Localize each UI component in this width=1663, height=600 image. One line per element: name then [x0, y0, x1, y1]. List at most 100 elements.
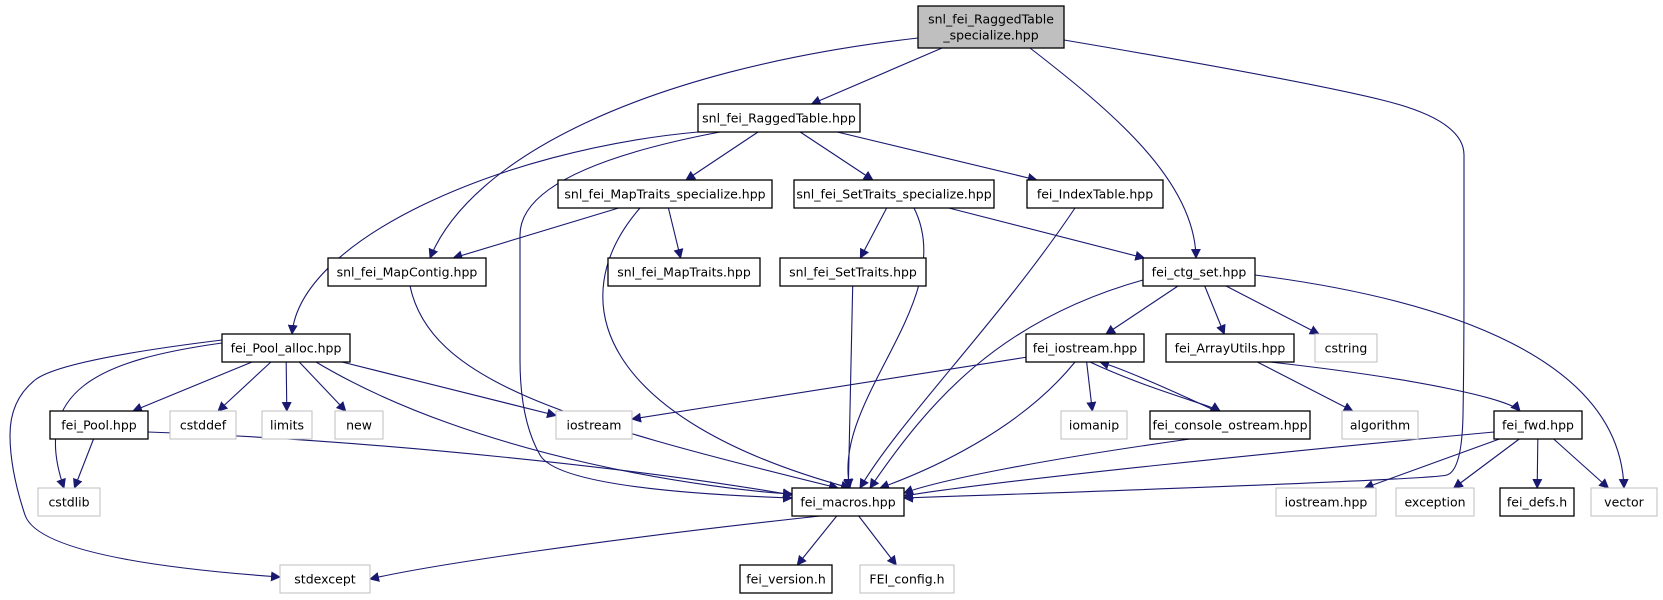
edge-maptraits_spec-to-macros [602, 207, 851, 491]
node-box [791, 487, 905, 517]
edge-root-to-mapcontig [428, 37, 919, 259]
node-feiversion[interactable]: fei_version.h [739, 564, 833, 594]
node-stdexcept: stdexcept [279, 564, 371, 594]
node-iostreamhpp: iostream.hpp [1275, 487, 1377, 517]
node-poolalloc[interactable]: fei_Pool_alloc.hpp [221, 333, 351, 363]
node-feifwd[interactable]: fei_fwd.hpp [1493, 410, 1583, 440]
node-box [779, 257, 927, 287]
node-label: snl_fei_MapTraits.hpp [617, 265, 751, 280]
node-box [37, 487, 101, 517]
node-label: fei_defs.h [1507, 495, 1567, 510]
edge-consoleostream-to-feiiostream [1099, 359, 1217, 412]
node-box [327, 257, 487, 287]
node-maptraits_spec[interactable]: snl_fei_MapTraits_specialize.hpp [557, 179, 773, 209]
edge-feifwd-to-iostreamhpp [1363, 438, 1500, 490]
edge-ctgset-to-arrayutils [1204, 285, 1226, 335]
edge-arrayutils-to-algorithm [1257, 361, 1354, 412]
edge-pool-to-macros [147, 431, 793, 499]
edge-feiiostream-to-consoleostream [1089, 361, 1221, 412]
node-box [1025, 333, 1145, 363]
node-box [1499, 487, 1575, 517]
edge-ragged-to-indextable [837, 131, 1038, 183]
node-root[interactable]: snl_fei_RaggedTable_specialize.hpp [917, 5, 1065, 49]
node-label: fei_version.h [746, 572, 826, 587]
node-box [1395, 487, 1475, 517]
edge-poolalloc-to-pool [132, 361, 253, 413]
node-arrayutils[interactable]: fei_ArrayUtils.hpp [1165, 333, 1295, 363]
node-label: _specialize.hpp [942, 28, 1038, 43]
node-ctgset[interactable]: fei_ctg_set.hpp [1142, 257, 1256, 287]
node-feidefs[interactable]: fei_defs.h [1499, 487, 1575, 517]
edge-poolalloc-to-limits [281, 361, 292, 412]
edge-ragged-to-maptraits_spec [685, 131, 759, 181]
edge-macros-to-feiconfig [858, 515, 897, 566]
node-box [261, 410, 313, 440]
node-settraits_spec[interactable]: snl_fei_SetTraits_specialize.hpp [793, 179, 995, 209]
edge-arrayutils-to-feifwd [1269, 361, 1521, 412]
node-label: snl_fei_MapTraits_specialize.hpp [564, 187, 765, 202]
node-exception: exception [1395, 487, 1475, 517]
node-iomanip: iomanip [1060, 410, 1128, 440]
node-box [1341, 410, 1419, 440]
node-label: fei_macros.hpp [800, 495, 895, 510]
edge-consoleostream-to-macros [903, 438, 1191, 495]
node-label: exception [1404, 495, 1465, 510]
edge-poolalloc-to-stdexcept [9, 339, 281, 582]
node-label: fei_Pool_alloc.hpp [231, 341, 342, 356]
node-box [859, 564, 955, 594]
node-box [1590, 487, 1658, 517]
edge-poolalloc-to-macros [315, 361, 793, 499]
node-macros[interactable]: fei_macros.hpp [791, 487, 905, 517]
node-label: snl_fei_RaggedTable.hpp [702, 111, 856, 126]
edge-ctgset-to-cstring [1225, 285, 1320, 335]
node-label: FEI_config.h [869, 572, 944, 587]
edge-poolalloc-to-cstddef [217, 361, 272, 412]
node-box [334, 410, 384, 440]
node-iostream: iostream [555, 410, 633, 440]
node-box [1142, 257, 1256, 287]
node-label: snl_fei_MapContig.hpp [337, 265, 478, 280]
node-label: fei_ctg_set.hpp [1152, 265, 1247, 280]
node-limits: limits [261, 410, 313, 440]
node-label: snl_fei_SetTraits.hpp [789, 265, 917, 280]
edge-feiiostream-to-macros [879, 361, 1076, 490]
node-indextable[interactable]: fei_IndexTable.hpp [1026, 179, 1164, 209]
node-label: cstdlib [48, 495, 89, 510]
node-label: snl_fei_SetTraits_specialize.hpp [796, 187, 991, 202]
node-label: iostream.hpp [1285, 495, 1368, 510]
edge-poolalloc-to-cstdlib [54, 342, 223, 489]
edge-poolalloc-to-new [298, 361, 347, 412]
edge-ctgset-to-feiiostream [1105, 285, 1179, 335]
node-label: fei_iostream.hpp [1033, 341, 1138, 356]
node-box [557, 179, 773, 209]
node-maptraits[interactable]: snl_fei_MapTraits.hpp [607, 257, 761, 287]
node-consoleostream[interactable]: fei_console_ostream.hpp [1149, 410, 1311, 440]
node-box [555, 410, 633, 440]
node-box [1493, 410, 1583, 440]
edge-poolalloc-to-iostream [341, 361, 557, 419]
node-box [49, 410, 149, 440]
node-settraits[interactable]: snl_fei_SetTraits.hpp [779, 257, 927, 287]
node-label: algorithm [1350, 418, 1410, 433]
node-box [1165, 333, 1295, 363]
node-feiiostream[interactable]: fei_iostream.hpp [1025, 333, 1145, 363]
nodes: snl_fei_RaggedTable_specialize.hppsnl_fe… [37, 5, 1658, 594]
edge-indextable-to-macros [859, 207, 1076, 489]
node-cstring: cstring [1314, 333, 1378, 363]
node-label: iomanip [1069, 418, 1119, 433]
node-label: vector [1604, 495, 1645, 510]
node-pool[interactable]: fei_Pool.hpp [49, 410, 149, 440]
node-label: limits [270, 418, 304, 433]
node-box [221, 333, 351, 363]
node-label: snl_fei_RaggedTable [928, 12, 1054, 27]
node-mapcontig[interactable]: snl_fei_MapContig.hpp [327, 257, 487, 287]
node-label: fei_console_ostream.hpp [1152, 418, 1307, 433]
edge-ragged-to-settraits_spec [799, 131, 874, 181]
node-ragged[interactable]: snl_fei_RaggedTable.hpp [697, 103, 861, 133]
node-box [1149, 410, 1311, 440]
edge-root-to-ragged [810, 47, 943, 106]
edge-ctgset-to-macros [869, 279, 1144, 489]
node-cstddef: cstddef [169, 410, 237, 440]
node-box [1060, 410, 1128, 440]
edge-macros-to-feiversion [796, 515, 838, 566]
